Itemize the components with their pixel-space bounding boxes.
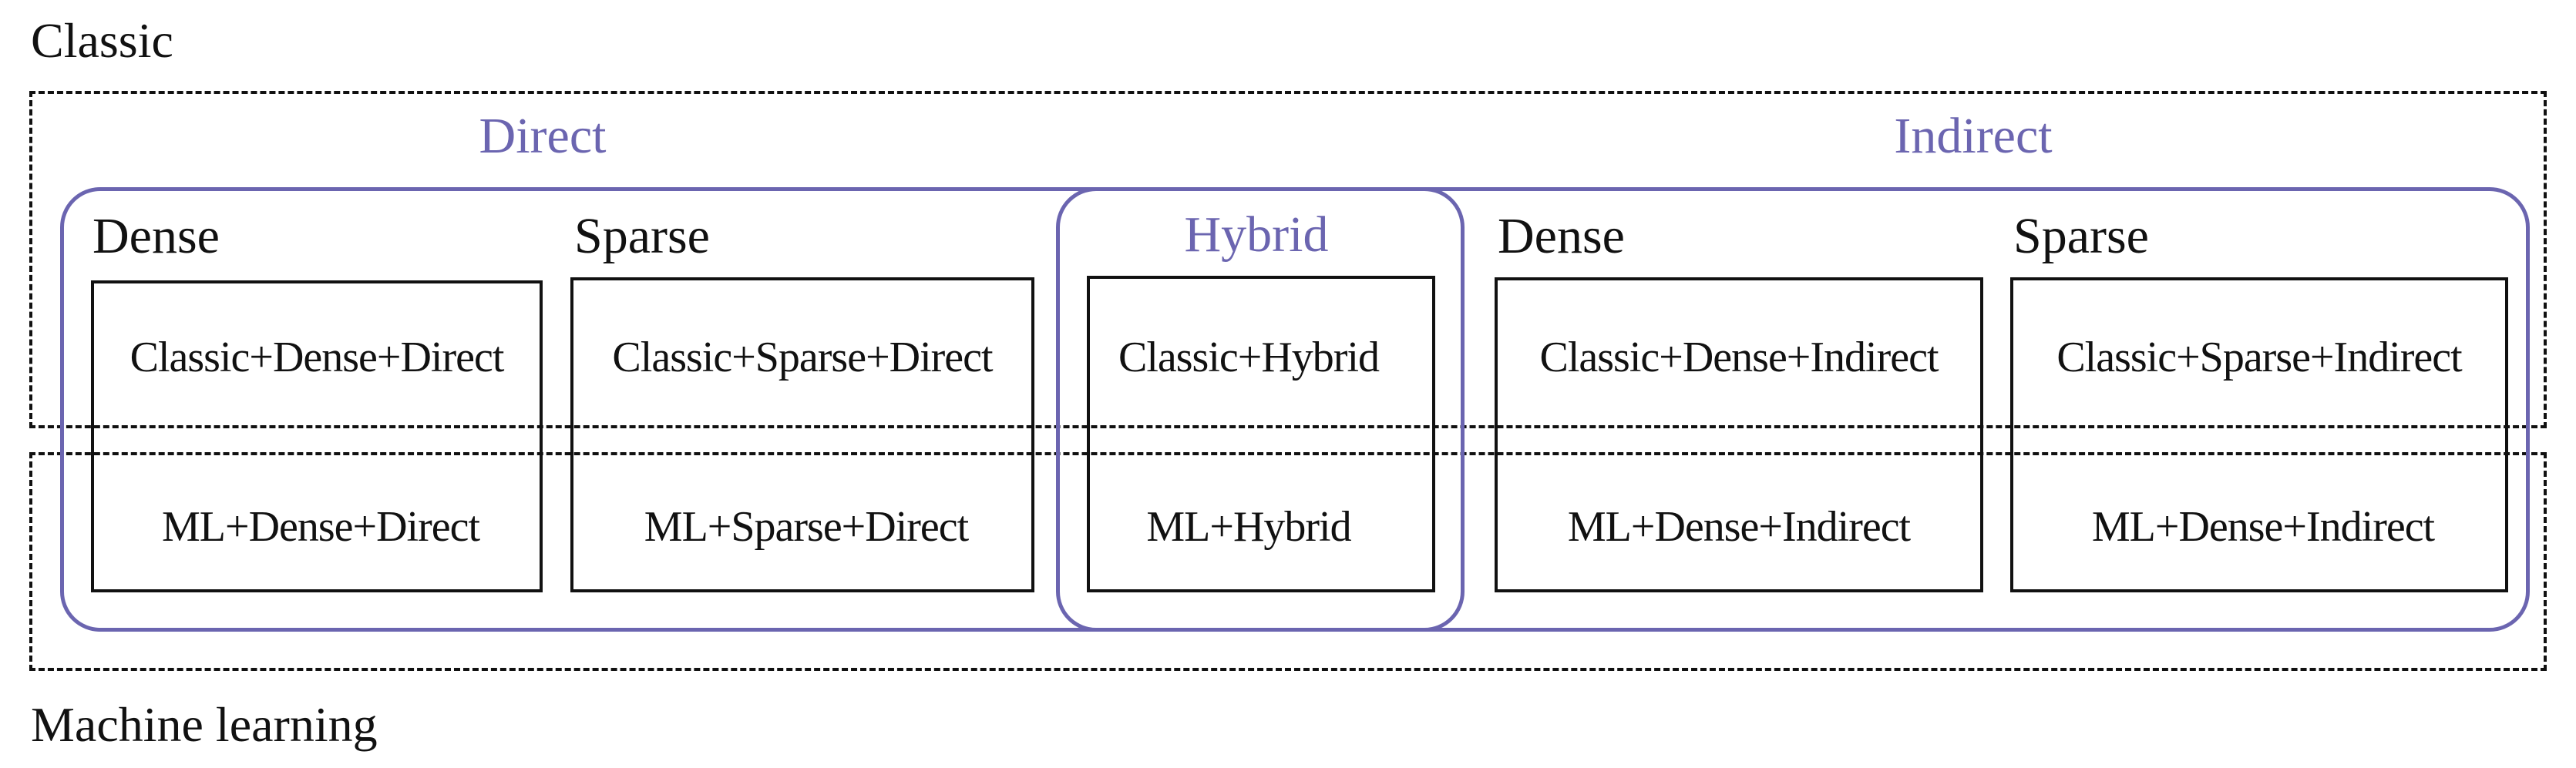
ml-sparse-direct-label: ML+Sparse+Direct [644, 503, 969, 551]
hybrid-group-outline [1056, 187, 1465, 632]
classic-sparse-direct-label: Classic+Sparse+Direct [612, 334, 993, 381]
ml-sparse-indirect-label: ML+Dense+Indirect [2091, 503, 2435, 551]
hybrid-group-title: Hybrid [1184, 206, 1329, 263]
classic-hybrid-label: Classic+Hybrid [1118, 334, 1380, 381]
machine-learning-region-label: Machine learning [31, 697, 378, 752]
classic-region [29, 91, 2547, 428]
direct-group-title: Direct [479, 108, 607, 164]
classic-dense-indirect-label: Classic+Dense+Indirect [1539, 334, 1939, 381]
indirect-dense-header: Dense [1498, 208, 1625, 264]
ml-dense-direct-label: ML+Dense+Direct [161, 503, 480, 551]
dense-direct-box [91, 280, 543, 592]
direct-sparse-header: Sparse [574, 208, 710, 264]
hybrid-box [1087, 276, 1435, 592]
ml-dense-indirect-label: ML+Dense+Indirect [1567, 503, 1911, 551]
indirect-group-title: Indirect [1894, 108, 2053, 164]
classic-region-label: Classic [31, 13, 173, 68]
classic-dense-direct-label: Classic+Dense+Direct [129, 334, 505, 381]
direct-dense-header: Dense [92, 208, 220, 264]
ml-hybrid-label: ML+Hybrid [1146, 503, 1351, 551]
machine-learning-region [29, 452, 2547, 671]
classic-sparse-indirect-label: Classic+Sparse+Indirect [2056, 334, 2462, 381]
indirect-sparse-header: Sparse [2013, 208, 2149, 264]
sparse-indirect-box [2010, 277, 2508, 592]
sparse-direct-box [570, 277, 1034, 592]
dense-indirect-box [1495, 277, 1983, 592]
